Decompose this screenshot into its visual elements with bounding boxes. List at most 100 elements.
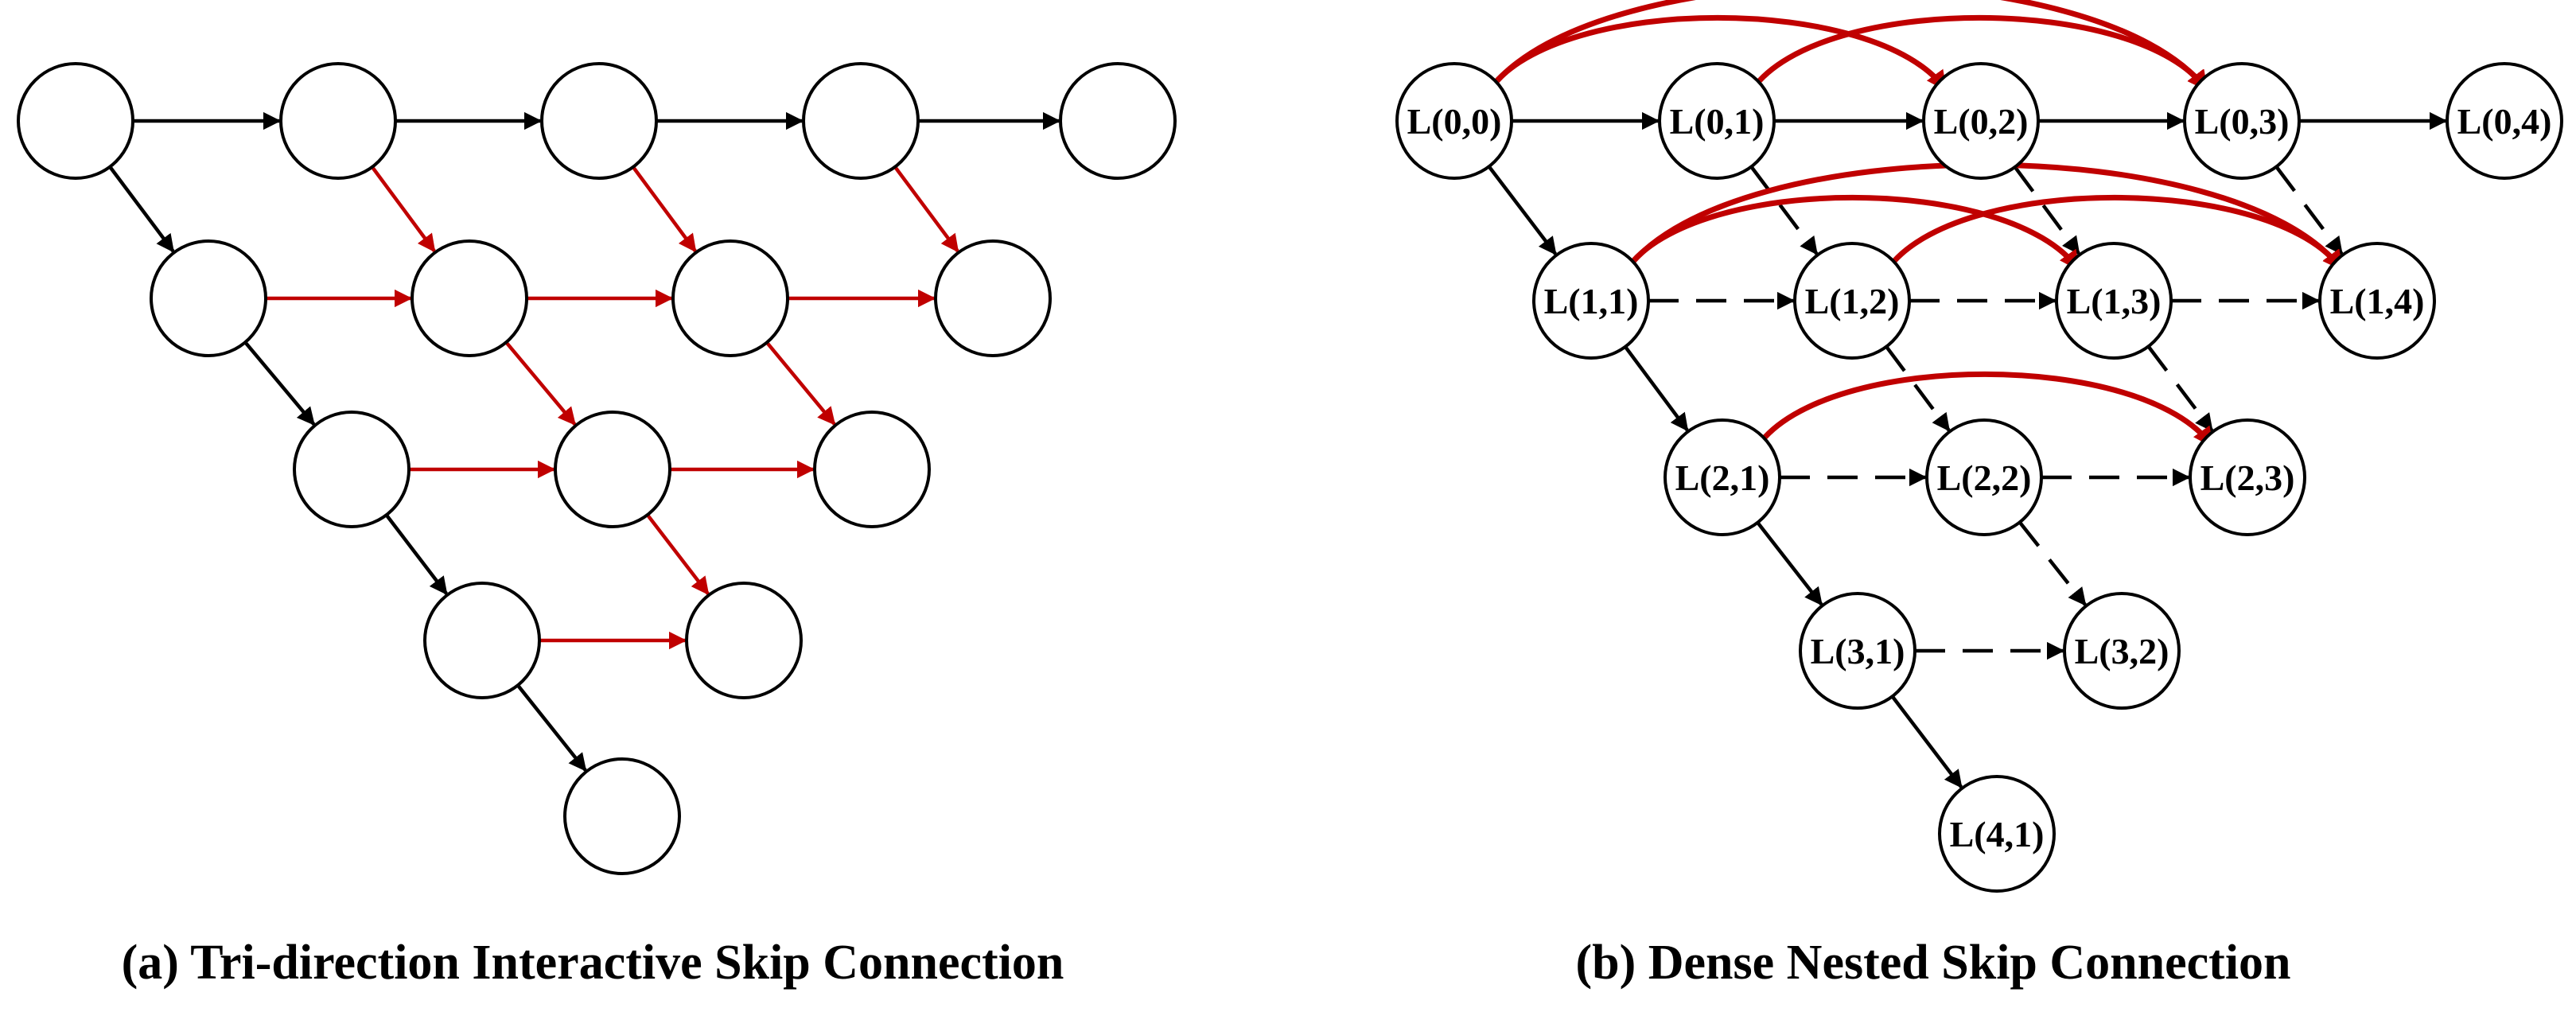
panel-b-node-circle [1793,242,1911,360]
panel-b-node-label: L(2,3) [2200,457,2295,498]
panel-b-edges [1487,0,2448,788]
panel-b-node-circle [1925,418,2043,536]
panel-a-nodes [17,62,1177,875]
panel-a-node-circle [802,62,920,180]
panel-b-node-label: L(1,1) [1544,281,1639,321]
panel-a-node-circle [17,62,134,180]
panel-b-edge-L22-L32 [2018,521,2087,606]
panel-a-edge-a02-a13 [632,165,697,253]
panel-b-node-L01: L(0,1) [1658,62,1776,180]
panel-a-node-circle [279,62,397,180]
panel-a-node-circle [563,757,681,875]
panel-b-dense-nested-diagram: L(0,0) L(0,1) L(0,2) L(0,3) L(0,4) L(1,1) L(1,… [1395,0,2563,893]
panel-b-node-L03: L(0,3) [2183,62,2301,180]
panel-b-node-circle [1658,62,1776,180]
panel-b-edge-L01-L03 [1749,15,2209,91]
panel-a-node-a12 [411,239,528,357]
panel-b-node-label: L(0,0) [1407,101,1502,142]
panel-b-node-L23: L(2,3) [2189,418,2306,536]
panel-a-edge-a03-a14 [893,165,959,253]
panel-b-node-circle [1799,592,1916,710]
panel-b-node-circle [1664,418,1781,536]
panel-b-node-L00: L(0,0) [1395,62,1513,180]
panel-a-node-a23 [813,411,931,528]
panel-a-edge-a01-a12 [371,165,436,253]
panel-a-node-a02 [540,62,658,180]
panel-b-edge-L00-L03 [1487,0,2209,91]
panel-b-edge-L11-L21 [1624,345,1689,432]
panel-b-node-circle [2183,62,2301,180]
panel-b-node-label: L(0,3) [2195,101,2290,142]
panel-b-node-label: L(2,2) [1937,457,2032,498]
panel-b-node-circle [2063,592,2181,710]
panel-b-node-label: L(3,1) [1811,631,1905,671]
panel-a-node-circle [293,411,411,528]
panel-a-node-circle [411,239,528,357]
panel-b-node-circle [2055,242,2173,360]
panel-b-node-L21: L(2,1) [1664,418,1781,536]
panel-b-node-L41: L(4,1) [1938,775,2056,893]
panel-b-node-circle [1938,775,2056,893]
panel-a-node-a32 [685,582,803,699]
panel-b-caption: (b) Dense Nested Skip Connection [1575,936,2290,990]
panel-b-node-label: L(4,1) [1950,814,2045,854]
panel-a-node-a11 [150,239,267,357]
panel-b-node-label: L(1,4) [2330,281,2425,321]
panel-b-node-label: L(0,2) [1934,101,2029,142]
panel-b-node-label: L(3,2) [2075,631,2169,671]
panel-b-node-circle [2446,62,2563,180]
panel-b-node-label: L(2,1) [1675,457,1770,498]
panel-a-node-a03 [802,62,920,180]
panel-b-node-label: L(0,1) [1670,101,1765,142]
panel-a-node-circle [423,582,541,699]
panel-a-edge-a00-a11 [108,165,175,253]
panel-a-edge-a21-a31 [384,513,448,595]
panel-b-edge-L12-L14 [1885,195,2344,271]
panel-b-node-label: L(1,3) [2067,281,2162,321]
panel-b-node-L32: L(3,2) [2063,592,2181,710]
panel-a-node-a01 [279,62,397,180]
panel-b-edge-L12-L22 [1885,345,1951,432]
panel-a-edge-a12-a22 [504,341,577,426]
panel-b-edge-L21-L31 [1756,521,1823,606]
panel-a-node-circle [813,411,931,528]
panel-a-caption: (a) Tri-direction Interactive Skip Conne… [122,936,1064,990]
panel-b-edge-L01-L12 [1749,165,1819,255]
panel-a-node-a13 [671,239,789,357]
panel-a-edge-a31-a41 [516,683,587,772]
panel-b-edge-L02-L13 [2013,165,2080,255]
panel-a-node-a31 [423,582,541,699]
panel-a-edge-a22-a32 [646,513,710,596]
panel-a-edge-a13-a23 [765,341,836,426]
panel-b-edge-L21-L23 [1755,372,2215,448]
panel-b-nodes: L(0,0) L(0,1) L(0,2) L(0,3) L(0,4) L(1,1) L(1,… [1395,62,2563,893]
panel-b-node-label: L(0,4) [2457,101,2552,142]
panel-a-tri-direction-diagram [17,62,1177,875]
panel-a-node-circle [685,582,803,699]
panel-b-node-L04: L(0,4) [2446,62,2563,180]
panel-b-node-circle [2318,242,2436,360]
panel-a-node-circle [150,239,267,357]
panel-a-edges [108,111,1061,772]
panel-b-node-L31: L(3,1) [1799,592,1916,710]
panel-a-node-circle [554,411,671,528]
panel-a-node-a00 [17,62,134,180]
panel-b-edge-L13-L23 [2146,345,2214,432]
panel-b-node-circle [2189,418,2306,536]
panel-b-node-label: L(1,2) [1805,281,1900,321]
panel-b-node-L11: L(1,1) [1532,242,1650,360]
panel-a-node-circle [671,239,789,357]
panel-a-node-a22 [554,411,671,528]
panel-a-node-circle [1059,62,1177,180]
panel-b-edge-L03-L14 [2274,165,2344,255]
panel-b-node-L22: L(2,2) [1925,418,2043,536]
panel-a-node-a41 [563,757,681,875]
panel-a-node-a04 [1059,62,1177,180]
panel-b-node-L14: L(1,4) [2318,242,2436,360]
panel-b-node-L02: L(0,2) [1922,62,2040,180]
panel-b-node-L12: L(1,2) [1793,242,1911,360]
panel-b-node-L13: L(1,3) [2055,242,2173,360]
panel-b-node-circle [1922,62,2040,180]
panel-a-node-circle [540,62,658,180]
